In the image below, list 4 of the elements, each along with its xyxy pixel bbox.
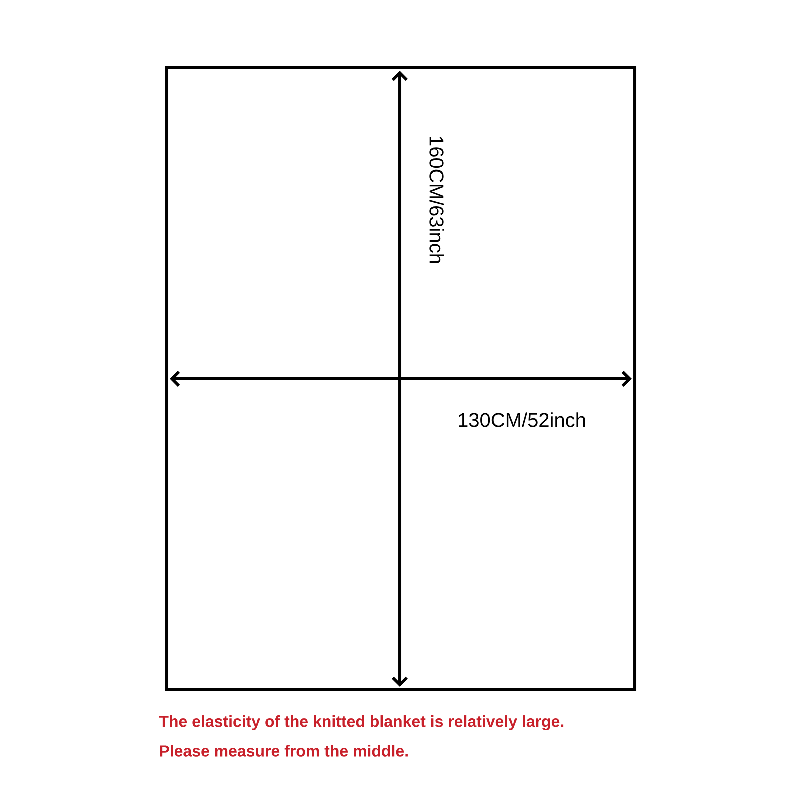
note-text: The elasticity of the knitted blanket is relatively large. (159, 716, 564, 730)
dimension-label: 130CM/52inch (459, 412, 586, 428)
dimension-label: 160CM/63inch (430, 137, 444, 264)
note-text: Please measure from the middle. (160, 745, 408, 757)
